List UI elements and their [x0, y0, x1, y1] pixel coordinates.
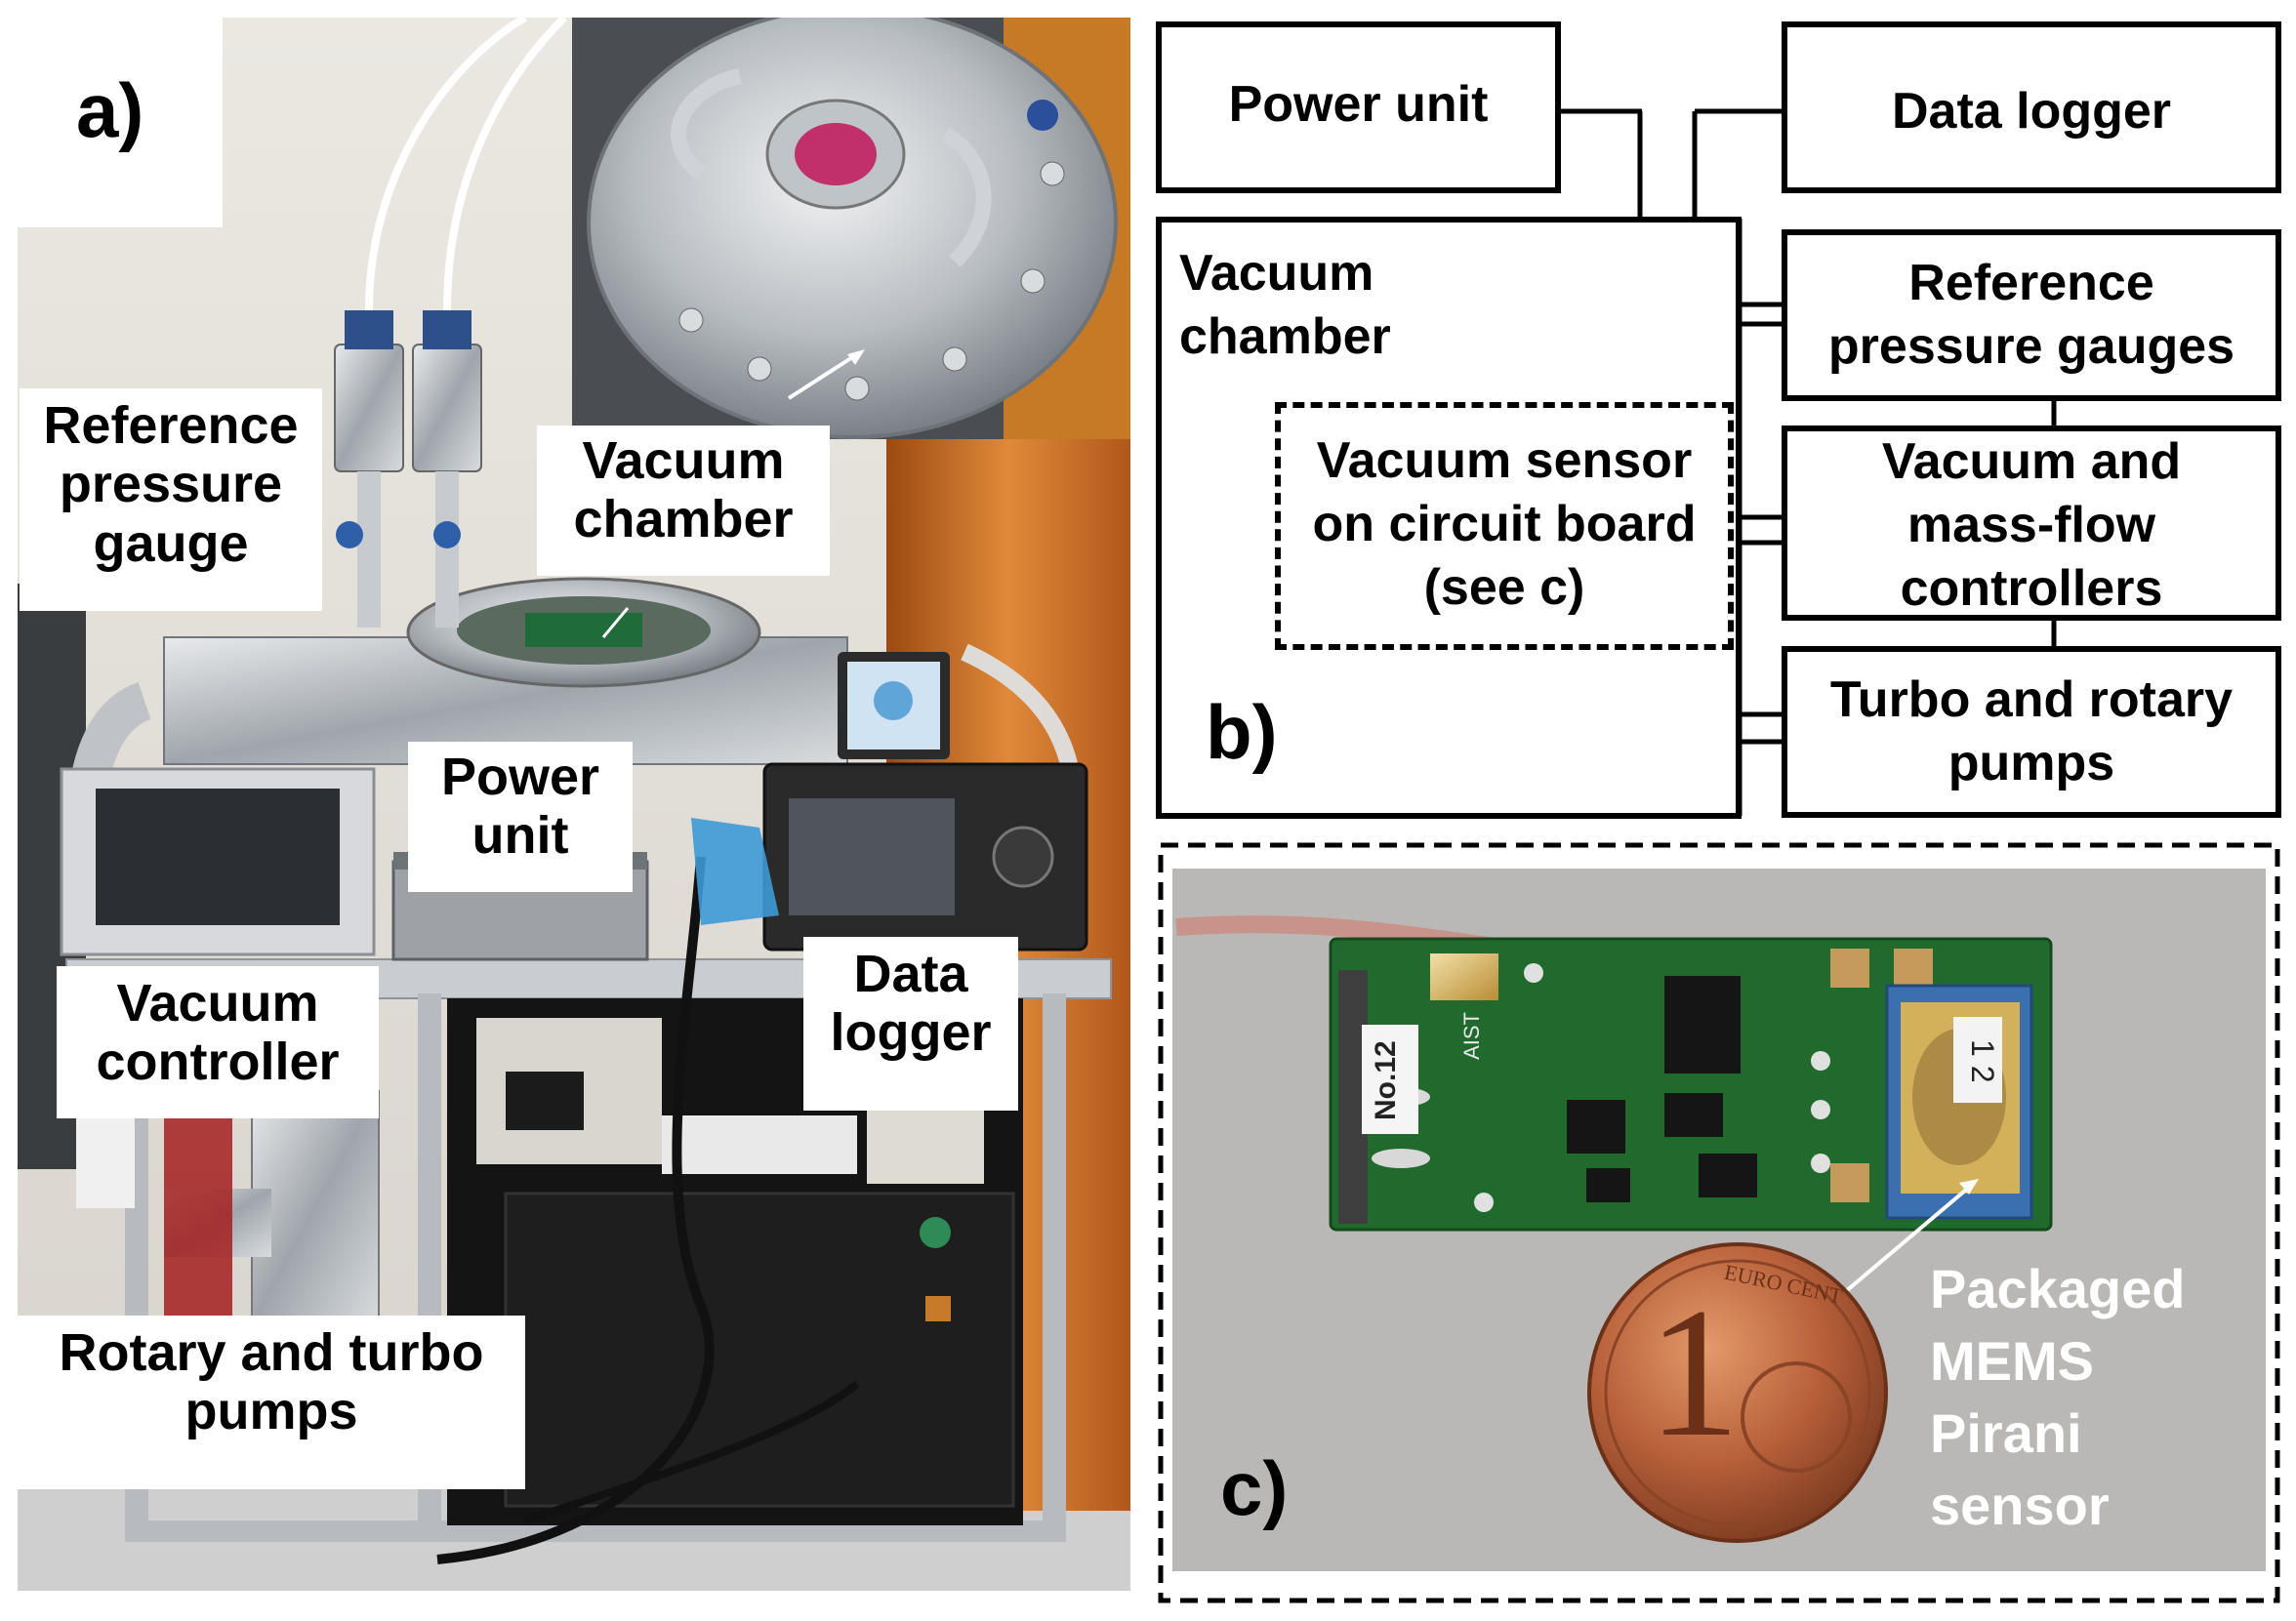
data-logger-node	[1782, 21, 2281, 193]
turbo-rotary-node-label: Turbo and rotary pumps	[1829, 671, 2234, 791]
panel-b-letter: b)	[1206, 689, 1278, 775]
vacuum-system-photo	[18, 18, 1130, 1591]
vacuum-controller-label: Vacuum controller	[57, 966, 379, 1118]
chip-sticker-text: 1 2	[1965, 1038, 2000, 1083]
rotary-turbo-pumps-label: Rotary and turbo pumps	[18, 1316, 525, 1489]
power-unit-node-label: Power unit	[1228, 76, 1489, 133]
vacuum-mfc-node-label: Vacuum and mass-flow controllers	[1881, 433, 2182, 617]
panel-c-letter: c)	[1220, 1445, 1289, 1531]
coin-numeral: 1	[1647, 1271, 1741, 1476]
turbo-rotary-node	[1782, 646, 2281, 818]
data-logger-label: Data logger	[803, 937, 1018, 1111]
power-unit-label: Power unit	[408, 742, 633, 892]
vacuum-controller-text: Vacuum controller	[96, 974, 340, 1092]
rotary-turbo-pumps-text: Rotary and turbo pumps	[59, 1323, 484, 1441]
board-marking-text: AIST	[1459, 1012, 1484, 1060]
board-sticker-text: No.12	[1370, 1040, 1402, 1120]
vacuum-chamber-node-label: Vacuum chamber	[1179, 245, 1391, 365]
reference-pressure-gauge-label: Reference pressure gauge	[20, 388, 322, 611]
panel-a-letter: a)	[76, 67, 144, 153]
vacuum-chamber-label: Vacuum chamber	[537, 426, 830, 576]
vacuum-sensor-node	[1275, 402, 1734, 650]
panel-a-photo: a) Reference pressure gauge Vacuum chamb…	[18, 18, 1130, 1591]
panel-b-block-diagram: Power unit Data logger Vacuum chamber Va…	[1142, 0, 2296, 830]
data-logger-text: Data logger	[830, 945, 992, 1063]
data-logger-node-label: Data logger	[1891, 83, 2172, 140]
reference-gauges-node-label: Reference pressure gauges	[1827, 255, 2235, 375]
vacuum-mfc-node	[1782, 426, 2281, 621]
vacuum-chamber-text: Vacuum chamber	[573, 431, 794, 549]
power-unit-text: Power unit	[440, 748, 600, 866]
vacuum-sensor-node-label: Vacuum sensor on circuit board (see c)	[1312, 432, 1697, 616]
reference-pressure-gauge-text: Reference pressure gauge	[43, 396, 299, 573]
reference-gauges-node	[1782, 229, 2281, 401]
packaged-mems-sensor-label: Packaged MEMS Pirani sensor	[1930, 1258, 2186, 1536]
power-unit-node	[1156, 21, 1561, 193]
sensor-board-photo	[1158, 842, 2280, 1603]
panel-c-sensor-photo: No.12 1 2 AIST 1 EURO CENT Packaged MEMS…	[1157, 841, 2281, 1604]
